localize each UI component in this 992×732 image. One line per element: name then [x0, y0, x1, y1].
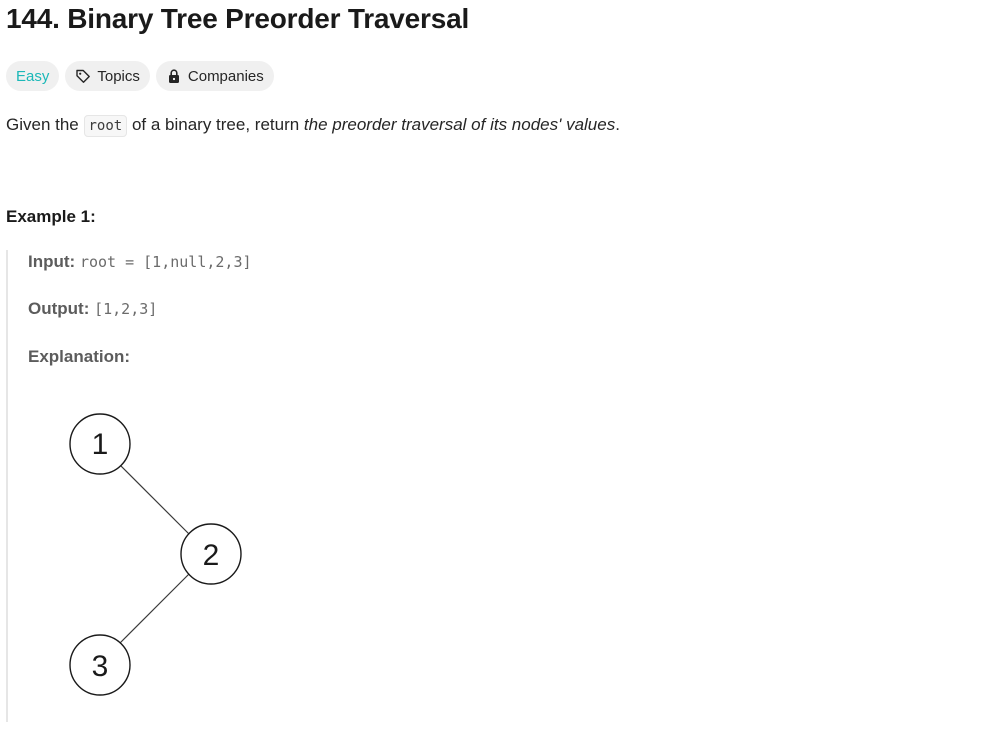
- topics-label: Topics: [97, 67, 140, 85]
- tree-node: 1: [69, 413, 131, 475]
- companies-label: Companies: [187, 67, 264, 85]
- output-label: Output:: [28, 299, 90, 318]
- topics-tag-button[interactable]: Topics: [65, 61, 150, 91]
- statement-text-after: .: [615, 115, 620, 134]
- binary-tree-diagram: 1 2 3: [69, 413, 242, 696]
- tree-edge: [114, 459, 196, 541]
- tree-node: 2: [180, 523, 242, 585]
- companies-tag-button[interactable]: Companies: [155, 61, 274, 91]
- example-output-line: Output: [1,2,3]: [28, 299, 157, 319]
- input-label: Input:: [28, 252, 76, 271]
- tree-node-label: 2: [203, 539, 220, 572]
- example-heading: Example 1:: [6, 207, 96, 226]
- example-input-line: Input: root = [1,null,2,3]: [28, 252, 252, 272]
- output-value: [1,2,3]: [94, 300, 158, 318]
- tree-edge: [116, 567, 196, 647]
- tree-node-label: 1: [92, 428, 109, 461]
- problem-tags: Easy Topics Companies: [6, 61, 274, 91]
- example-blockquote-bar: [6, 250, 8, 722]
- explanation-label: Explanation:: [28, 347, 131, 366]
- tag-icon: [76, 69, 91, 83]
- statement-emphasis: the preorder traversal of its nodes' val…: [303, 115, 616, 134]
- inline-code-root: root: [83, 115, 128, 137]
- problem-title: 144. Binary Tree Preorder Traversal: [6, 3, 470, 34]
- statement-text-middle: of a binary tree, return: [127, 115, 304, 134]
- tree-node: 3: [69, 634, 131, 696]
- tree-node-label: 3: [92, 650, 109, 683]
- difficulty-badge: Easy: [6, 61, 60, 91]
- statement-text-before: Given the: [6, 115, 84, 134]
- input-value: root = [1,null,2,3]: [79, 253, 252, 271]
- lock-icon: [168, 69, 179, 83]
- problem-statement: Given the root of a binary tree, return …: [6, 113, 620, 138]
- example-explanation-line: Explanation:: [28, 347, 130, 367]
